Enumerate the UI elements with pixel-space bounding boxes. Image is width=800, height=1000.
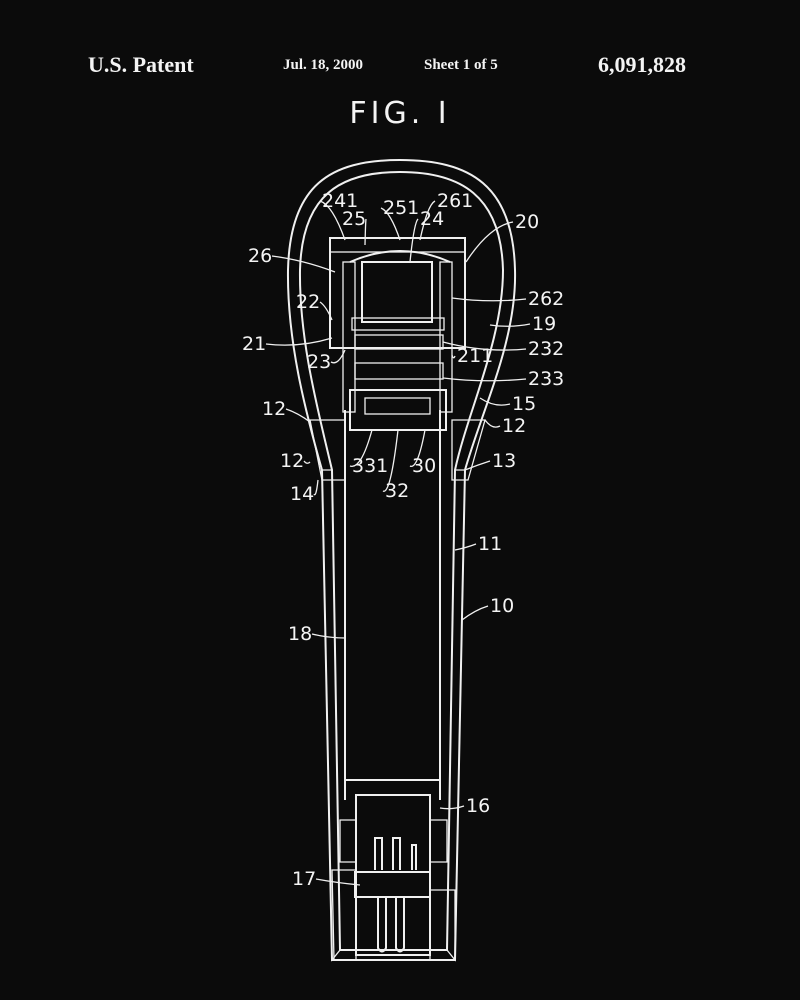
- reference-numeral-241: 241: [322, 190, 358, 212]
- reference-numeral-30: 30: [412, 455, 436, 477]
- leader-line: [319, 200, 346, 241]
- leader-line: [319, 301, 333, 321]
- leader-line: [439, 805, 465, 810]
- reference-numeral-12: 12: [502, 415, 526, 437]
- reference-numeral-232: 232: [528, 338, 564, 360]
- reference-numeral-20: 20: [515, 211, 539, 233]
- leader-line: [364, 218, 367, 246]
- reference-numeral-32: 32: [385, 480, 409, 502]
- connector-housing: [355, 794, 431, 956]
- leader-line: [349, 429, 373, 467]
- capsule-housing: [329, 237, 466, 349]
- outer-shell: [286, 158, 517, 961]
- leader-line: [382, 429, 399, 492]
- reference-numeral-25: 25: [342, 208, 366, 230]
- reference-numeral-11: 11: [478, 533, 502, 555]
- reference-numeral-262: 262: [528, 288, 564, 310]
- leader-line: [311, 633, 346, 639]
- leader-line: [303, 460, 311, 464]
- leader-line: [454, 543, 477, 551]
- inner-shell: [298, 170, 505, 951]
- reference-numeral-18: 18: [288, 623, 312, 645]
- leader-line: [409, 429, 426, 467]
- leader-line: [451, 354, 456, 359]
- leader-line: [330, 349, 346, 364]
- reference-numeral-24: 24: [420, 208, 444, 230]
- reference-numeral-10: 10: [490, 595, 514, 617]
- diaphragm-chamber: [361, 261, 433, 323]
- leader-line: [442, 377, 527, 382]
- reference-numeral-251: 251: [383, 197, 419, 219]
- leader-line: [313, 479, 319, 496]
- leader-line: [380, 207, 401, 241]
- sheet-number: Sheet 1 of 5: [424, 57, 498, 73]
- patent-office: U.S. Patent: [88, 52, 194, 77]
- leader-line: [271, 255, 336, 273]
- reference-numeral-233: 233: [528, 368, 564, 390]
- leader-line: [442, 341, 527, 351]
- reference-numeral-26: 26: [248, 245, 272, 267]
- connector: [354, 871, 431, 898]
- reference-numeral-331: 331: [352, 455, 388, 477]
- leader-line: [315, 878, 361, 886]
- leader-line: [461, 605, 489, 621]
- reference-numeral-16: 16: [466, 795, 490, 817]
- reference-numeral-211: 211: [457, 345, 493, 367]
- leader-line: [451, 297, 527, 302]
- reference-numeral-12: 12: [262, 398, 286, 420]
- reference-numeral-12: 12: [280, 450, 304, 472]
- leader-line: [285, 408, 311, 423]
- leader-line: [409, 218, 419, 263]
- leader-line: [465, 221, 514, 263]
- reference-numeral-23: 23: [307, 351, 331, 373]
- reference-numeral-15: 15: [512, 393, 536, 415]
- reference-numeral-261: 261: [437, 190, 473, 212]
- reference-numeral-13: 13: [492, 450, 516, 472]
- leader-line: [479, 397, 511, 406]
- reference-numeral-14: 14: [290, 483, 314, 505]
- patent-number: 6,091,828: [598, 52, 686, 77]
- reference-numeral-17: 17: [292, 868, 316, 890]
- reference-numeral-19: 19: [532, 313, 556, 335]
- reference-numeral-22: 22: [296, 291, 320, 313]
- figure-title: FIG. I: [349, 96, 451, 131]
- leader-line: [464, 460, 491, 471]
- patent-date: Jul. 18, 2000: [283, 57, 364, 73]
- leader-line: [484, 419, 501, 428]
- leader-line: [265, 337, 333, 346]
- leader-line: [489, 323, 531, 327]
- reference-numeral-21: 21: [242, 333, 266, 355]
- leader-line: [419, 200, 436, 241]
